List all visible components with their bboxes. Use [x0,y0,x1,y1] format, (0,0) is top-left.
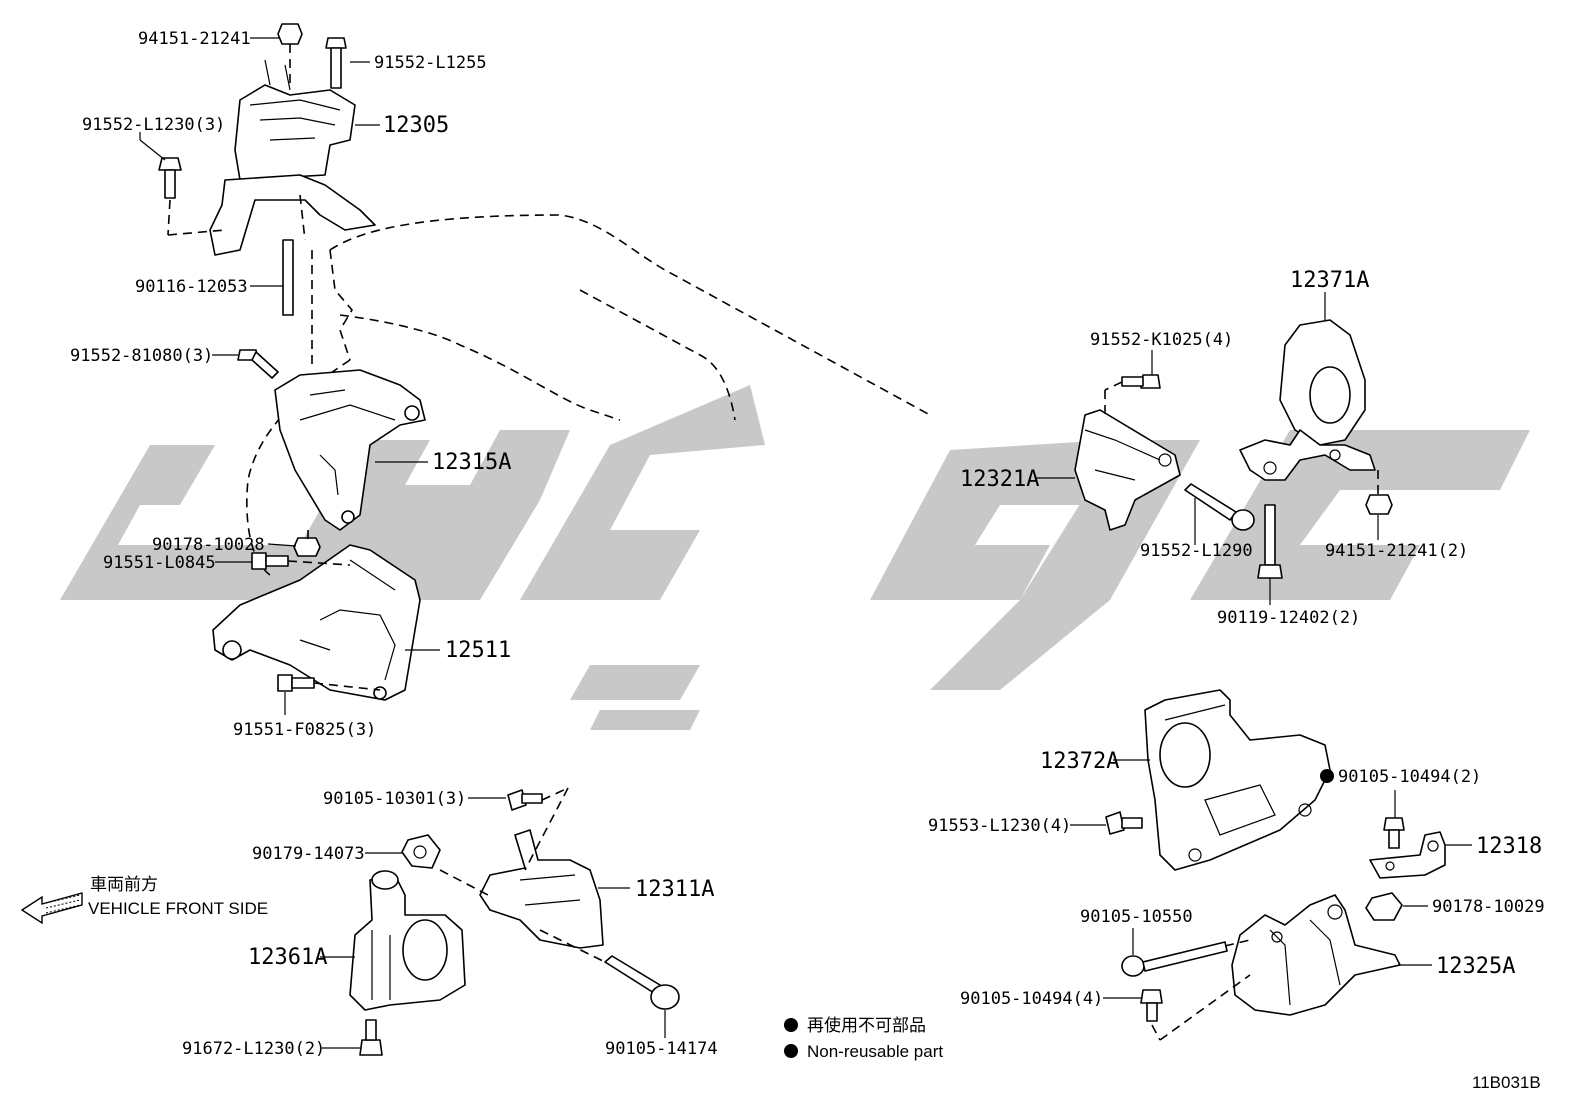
label-90116-12053: 90116-12053 [135,277,248,297]
label-12315A: 12315A [432,450,511,475]
mount-12371A [1239,319,1376,481]
bolt-91672-L1230 [359,1019,383,1056]
bolt-91552-L1290 [1184,483,1255,531]
label-91551-L0845: 91551-L0845 [103,553,216,573]
label-91553-L1230-4: 91553-L1230(4) [928,816,1071,836]
bolt-91552-81080 [237,349,279,379]
stud-90119-12402 [1257,504,1283,579]
nut-94151-21241-right [1365,494,1393,515]
label-90179-14073: 90179-14073 [252,844,365,864]
engine-mount-12305 [209,59,376,256]
bracket-12311A [479,829,604,949]
diagram-id: 11B031B [1472,1073,1541,1092]
bolt-91551-F0825 [277,674,315,692]
label-90178-10029: 90178-10029 [1432,897,1545,917]
label-12361A: 12361A [248,945,327,970]
label-90119-12402-2: 90119-12402(2) [1217,608,1360,628]
bolt-91552-L1230-top [158,157,182,199]
mount-12372A [1144,689,1331,871]
washer-90179-14073 [401,834,441,869]
label-12305: 12305 [383,113,449,138]
label-12325A: 12325A [1436,954,1515,979]
bracket-12318 [1369,831,1446,879]
bolt-90105-10550 [1121,941,1228,977]
label-90105-10494-4: 90105-10494(4) [960,989,1103,1009]
legend-dot-en [784,1044,798,1058]
non-reusable-marker [1320,769,1334,783]
bracket-12315A [274,369,426,531]
nut-94151-21241-top [277,23,303,45]
bracket-12321A [1074,409,1181,531]
leader-lines [139,37,1472,1049]
label-91552-K1025-4: 91552-K1025(4) [1090,330,1233,350]
nut-90178-10028 [293,537,321,557]
legend-en: Non-reusable part [807,1042,943,1061]
label-91552-L1290: 91552-L1290 [1140,541,1253,561]
label-90105-10301-3: 90105-10301(3) [323,789,466,809]
label-90105-14174: 90105-14174 [605,1039,718,1059]
legend-jp: 再使用不可部品 [807,1015,926,1035]
vehicle-front-indicator: 車両前方 VEHICLE FRONT SIDE [20,875,268,925]
mount-12361A [349,870,466,1011]
stud-90116-12053 [282,239,294,316]
engine-outline [246,214,931,576]
bolt-91553-L1230 [1105,811,1143,835]
bolt-90105-10301 [507,789,543,811]
legend-dot-jp [784,1018,798,1032]
label-12321A: 12321A [960,467,1039,492]
bolt-91551-L0845 [251,552,289,570]
label-90105-10550: 90105-10550 [1080,907,1193,927]
bolt-90105-10494-right [1383,817,1405,849]
label-90105-10494-2: 90105-10494(2) [1338,767,1481,787]
bolt-91552-L1255 [325,37,347,89]
label-12511: 12511 [445,638,511,663]
bracket-12511 [212,544,421,701]
nut-90178-10029 [1365,892,1403,921]
label-91552-81080-3: 91552-81080(3) [70,346,213,366]
front-side-en: VEHICLE FRONT SIDE [88,899,268,918]
front-side-jp: 車両前方 [90,875,158,894]
label-91672-L1230-2: 91672-L1230(2) [182,1039,325,1059]
bracket-12325A [1231,894,1401,1016]
label-94151-21241-top: 94151-21241 [138,29,251,49]
label-91552-L1230-3: 91552-L1230(3) [82,115,225,135]
label-12371A: 12371A [1290,268,1369,293]
label-12318: 12318 [1476,834,1542,859]
label-91551-F0825-3: 91551-F0825(3) [233,720,376,740]
bolt-90105-14174 [604,955,680,1010]
label-91552-L1255: 91552-L1255 [374,53,487,73]
label-90178-10028: 90178-10028 [152,535,265,555]
legend: 再使用不可部品 Non-reusable part [784,1015,943,1061]
label-94151-21241-2: 94151-21241(2) [1325,541,1468,561]
bolt-91552-K1025 [1121,374,1161,389]
label-12372A: 12372A [1040,749,1119,774]
label-12311A: 12311A [635,877,714,902]
bolt-90105-10494-bottom [1140,989,1163,1022]
